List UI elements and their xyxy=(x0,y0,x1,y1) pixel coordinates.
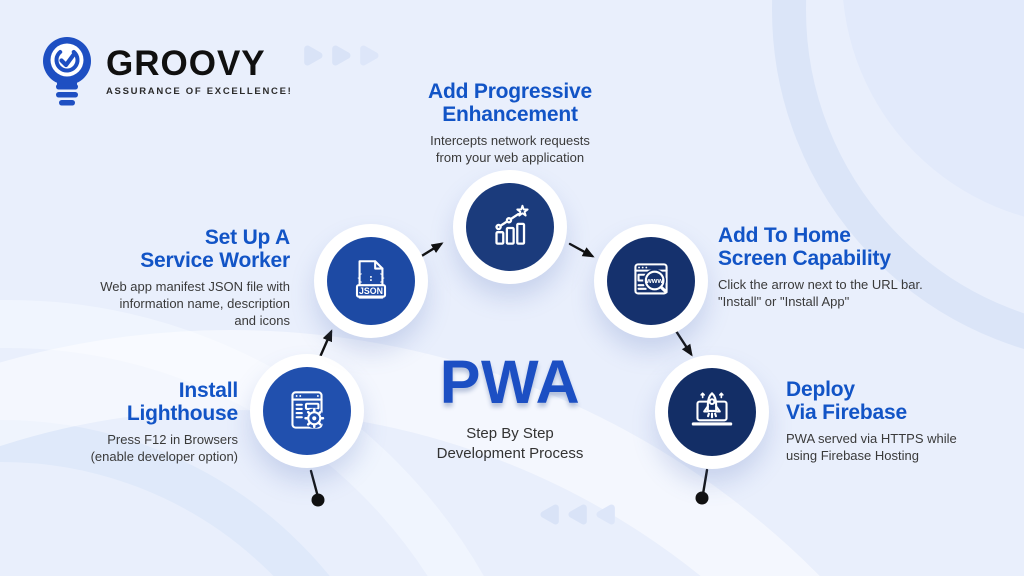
browser-gear-icon xyxy=(291,391,325,429)
step-circle-install-lighthouse xyxy=(250,354,364,468)
flow-start-line xyxy=(309,469,320,499)
step-title: Add Progressive Enhancement xyxy=(428,80,592,127)
svg-text:{ : }: { : } xyxy=(357,273,385,284)
chevron-right-icon xyxy=(360,45,379,66)
flow-arrow-4 xyxy=(674,329,693,357)
step-setup-service-worker: Set Up A Service Worker Web app manifest… xyxy=(60,226,290,330)
step-title: Set Up A Service Worker xyxy=(140,226,290,273)
step-title: Install Lighthouse xyxy=(126,379,238,426)
json-file-icon: { : } JSON xyxy=(355,260,387,299)
flow-arrow-2 xyxy=(418,242,444,259)
step-description: Click the arrow next to the URL bar. "In… xyxy=(718,277,923,310)
step-description: Intercepts network requests from your we… xyxy=(430,133,590,166)
step-description: Web app manifest JSON file with informat… xyxy=(100,279,290,328)
browser-search-icon: www xyxy=(634,263,668,295)
step-title: Add To Home Screen Capability xyxy=(718,224,891,271)
growth-chart-icon xyxy=(495,204,529,245)
step-deploy-via-firebase: Deploy Via Firebase PWA served via HTTPS… xyxy=(786,378,1006,465)
step-circle-progressive-enhancement xyxy=(453,170,567,284)
step-description: Press F12 in Browsers (enable developer … xyxy=(90,432,238,465)
chevron-right-icon xyxy=(332,45,351,66)
page-title: PWA xyxy=(439,348,581,416)
flow-end-dot xyxy=(695,491,709,505)
center-title-block: PWA Step By Step Development Process xyxy=(400,352,620,463)
page-subtitle: Step By Step Development Process xyxy=(436,425,584,462)
step-circle-deploy-firebase xyxy=(655,355,769,469)
flow-end-line xyxy=(701,468,709,496)
chevron-left-icon xyxy=(540,504,559,525)
step-circle-service-worker: { : } JSON xyxy=(314,224,428,338)
step-circle-home-screen: www xyxy=(594,224,708,338)
svg-text:www: www xyxy=(645,276,663,285)
flow-arrow-3 xyxy=(568,242,595,258)
flow-start-dot xyxy=(311,493,325,507)
step-title: Deploy Via Firebase xyxy=(786,378,907,425)
step-add-progressive-enhancement: Add Progressive Enhancement Intercepts n… xyxy=(390,80,630,167)
svg-text:JSON: JSON xyxy=(359,286,383,296)
chevron-left-icon xyxy=(596,504,615,525)
step-install-lighthouse: Install Lighthouse Press F12 in Browsers… xyxy=(28,379,239,466)
brand-tagline: ASSURANCE OF EXCELLENCE! xyxy=(106,85,293,97)
chevron-left-icon xyxy=(568,504,587,525)
chevron-right-icon xyxy=(304,45,323,66)
chevrons-left-decoration xyxy=(538,501,619,528)
brand-logo: GROOVY ASSURANCE OF EXCELLENCE! xyxy=(38,34,292,108)
lightbulb-check-icon xyxy=(43,37,91,106)
flow-arrow-1 xyxy=(318,329,333,359)
step-description: PWA served via HTTPS while using Firebas… xyxy=(786,431,957,464)
laptop-rocket-icon xyxy=(691,392,733,426)
chevrons-right-decoration xyxy=(300,42,381,69)
brand-name: GROOVY xyxy=(106,43,266,83)
step-add-to-home-screen: Add To Home Screen Capability Click the … xyxy=(718,224,978,311)
decor-disc-top-right xyxy=(842,0,1024,226)
